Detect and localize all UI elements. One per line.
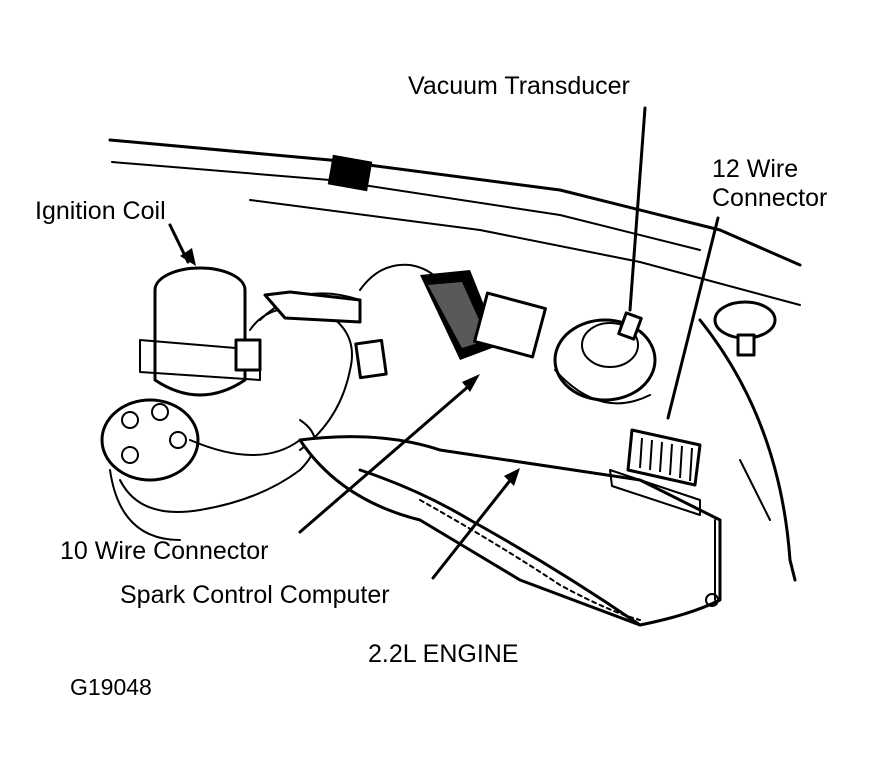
figure-id: G19048 bbox=[70, 674, 152, 700]
leader-10-wire bbox=[298, 383, 472, 534]
label-spark-control-computer: Spark Control Computer bbox=[120, 581, 390, 609]
coil-terminal bbox=[234, 338, 262, 372]
vacuum-transducer bbox=[553, 318, 657, 402]
label-engine: 2.2L ENGINE bbox=[368, 640, 519, 668]
label-12-wire-line1: 12 Wire bbox=[712, 155, 799, 183]
arrow-spark-computer bbox=[504, 468, 520, 486]
arrow-ignition-coil bbox=[180, 248, 196, 266]
coil-bracket bbox=[139, 339, 261, 381]
hood-latch bbox=[327, 154, 373, 192]
arrow-10-wire bbox=[462, 374, 480, 392]
small-connector bbox=[354, 338, 388, 380]
leader-vacuum-transducer bbox=[628, 106, 647, 312]
distributor-cap bbox=[100, 398, 200, 482]
label-12-wire-line2: Connector bbox=[712, 184, 828, 212]
twelve-wire-connector bbox=[626, 428, 702, 487]
leader-spark-computer bbox=[431, 476, 514, 580]
wing-nut bbox=[713, 300, 777, 340]
leader-12-wire bbox=[666, 216, 720, 420]
hood-inner-edge bbox=[111, 161, 701, 251]
air-box bbox=[263, 290, 362, 324]
fender bbox=[698, 318, 797, 582]
cowl-edge bbox=[249, 199, 801, 306]
computer-edge-hatch bbox=[419, 499, 641, 621]
hood-edge bbox=[108, 138, 802, 267]
label-10-wire-connector: 10 Wire Connector bbox=[60, 537, 269, 565]
label-ignition-coil: Ignition Coil bbox=[35, 197, 166, 225]
label-vacuum-transducer: Vacuum Transducer bbox=[408, 72, 630, 100]
spark-control-computer-body bbox=[298, 435, 722, 627]
ignition-coil-body bbox=[153, 290, 247, 397]
harness-loop bbox=[249, 306, 353, 451]
